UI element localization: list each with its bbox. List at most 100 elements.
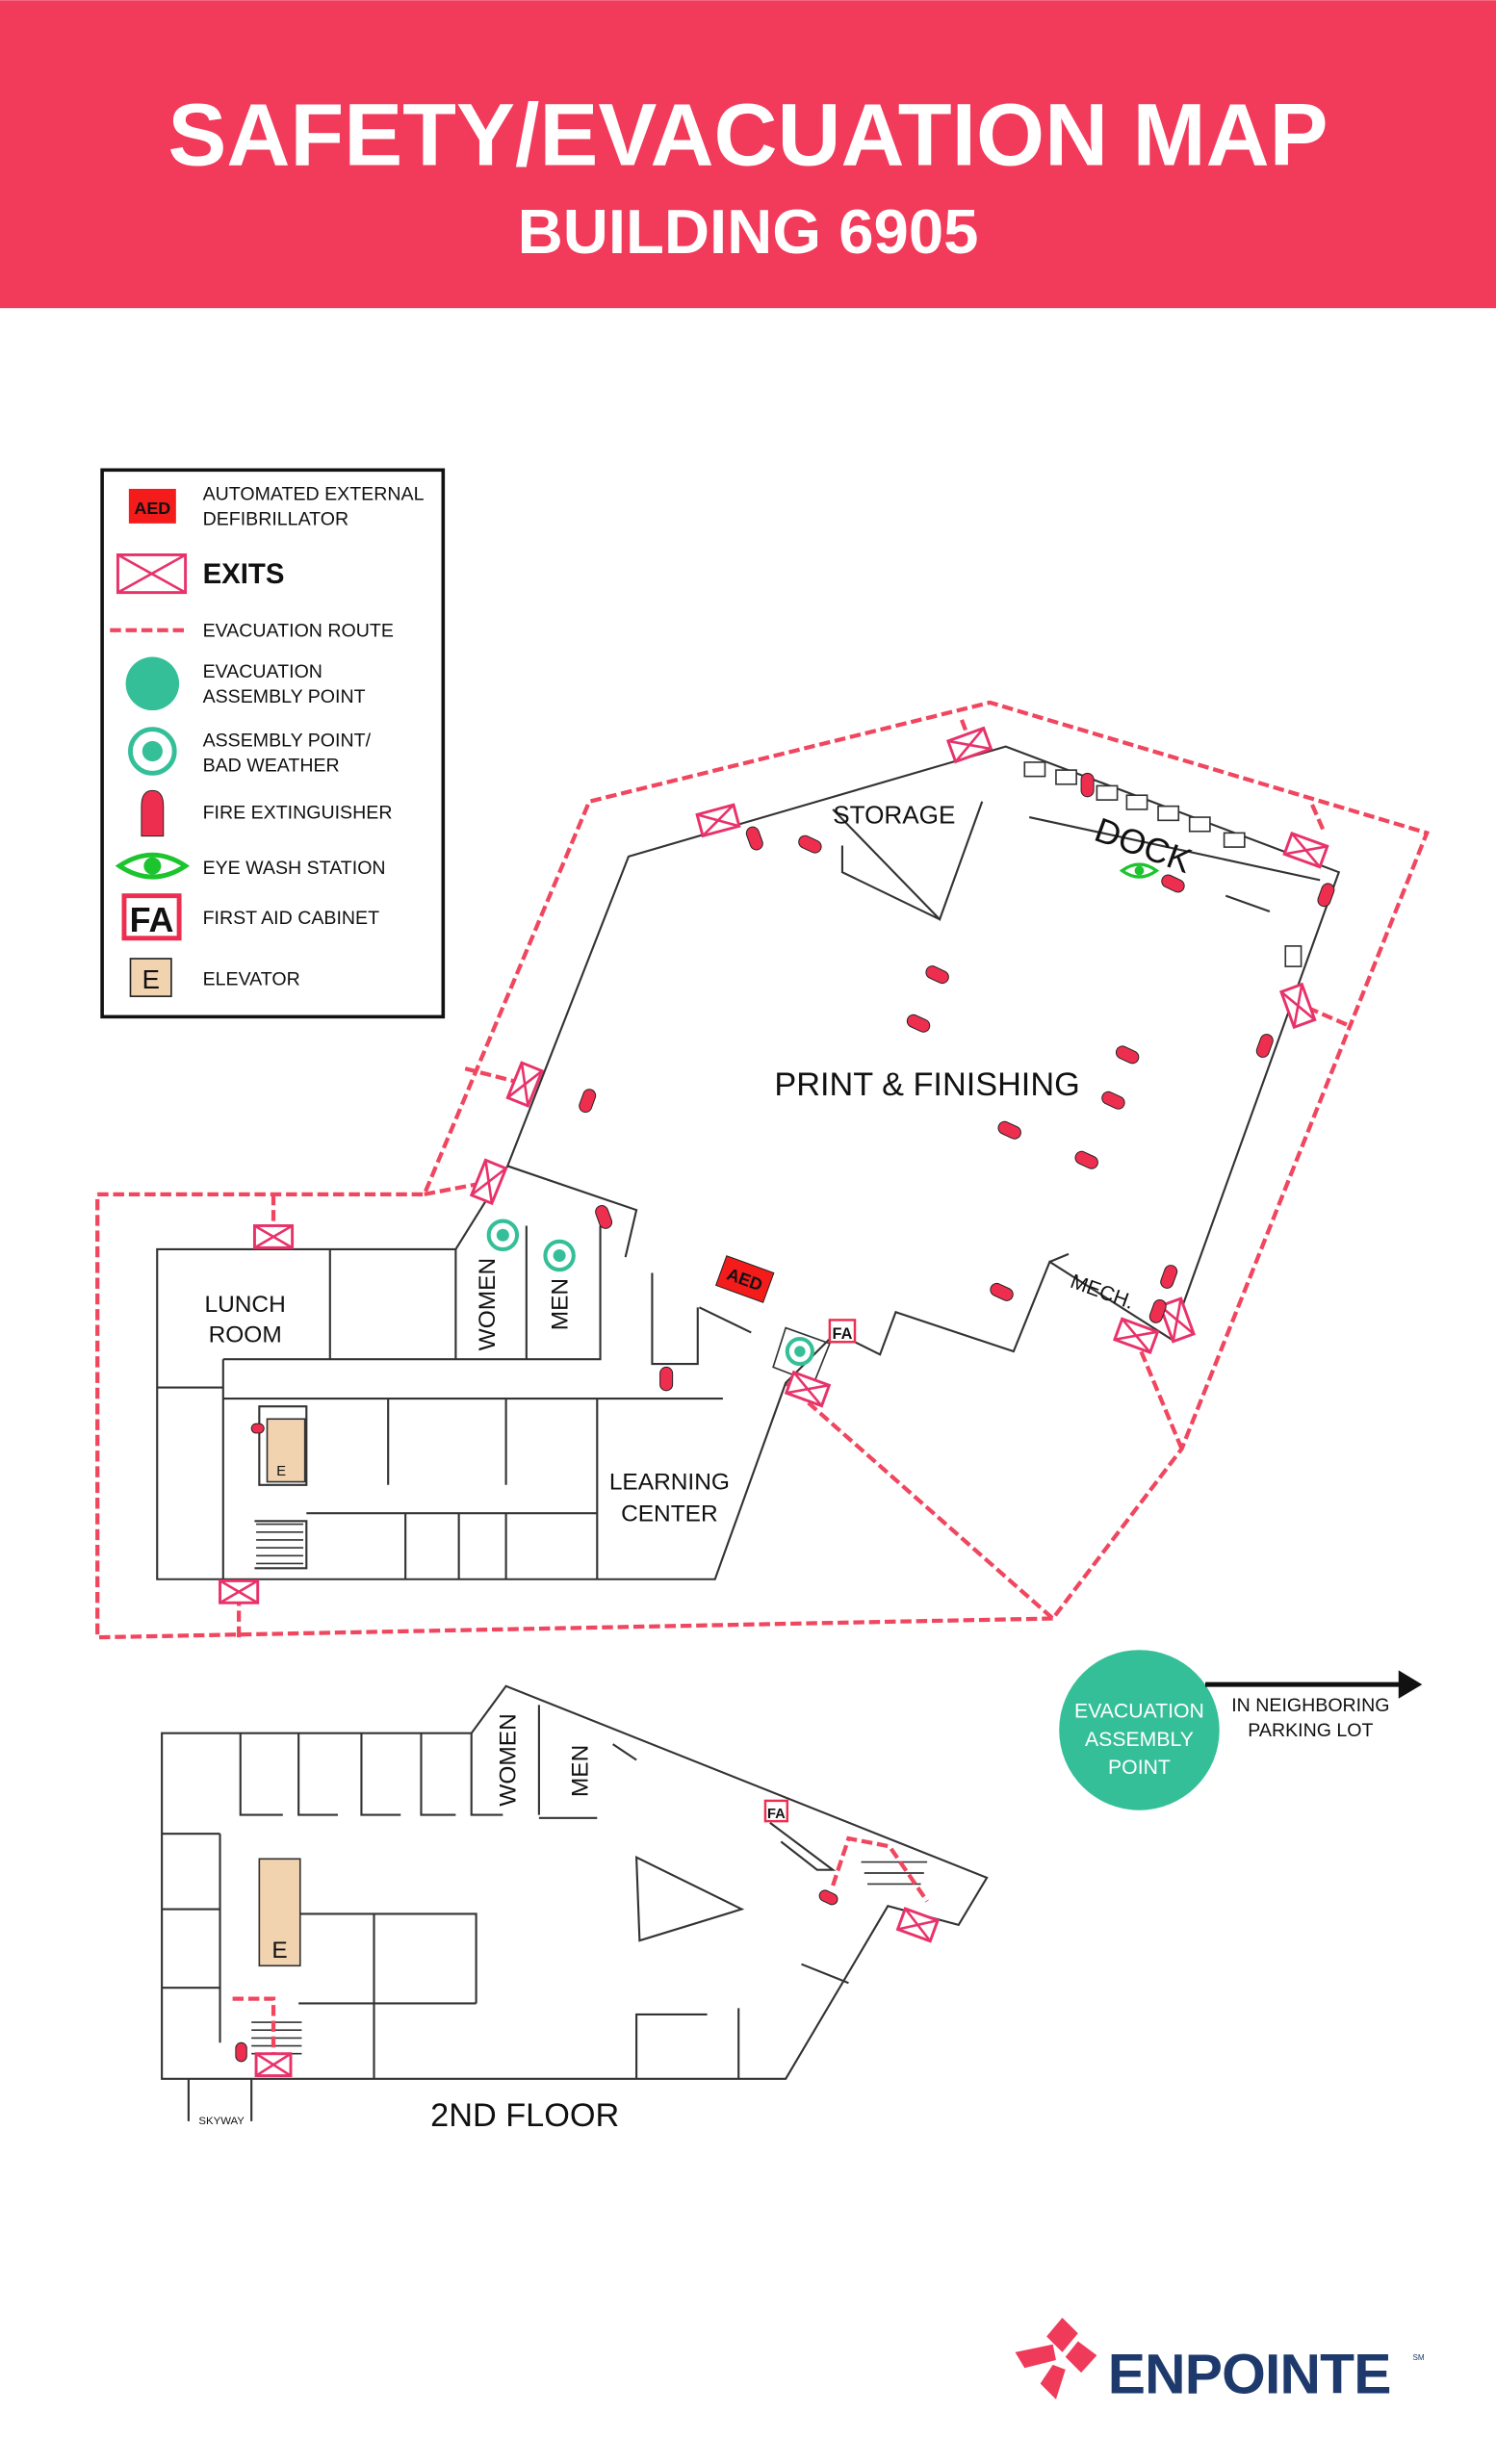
room-label-women: WOMEN	[475, 1258, 501, 1351]
arrow-head-icon	[1398, 1670, 1423, 1699]
room-label-men: MEN	[568, 1745, 594, 1797]
floor-label-2nd-floor: 2ND FLOOR	[430, 2097, 619, 2134]
legend-route-label: EVACUATION ROUTE	[203, 620, 394, 641]
elevator	[266, 1418, 306, 1483]
bad-weather-point-icon	[128, 727, 177, 776]
svg-text:AED: AED	[134, 499, 170, 518]
exit-icon	[1158, 1296, 1196, 1344]
second-floor-interior-walls	[162, 1705, 849, 2121]
exits	[219, 726, 1329, 1604]
exit-icon	[695, 803, 741, 838]
fire-extinguisher-icon	[997, 1120, 1021, 1140]
page-title: SAFETY/EVACUATION MAP	[168, 87, 1328, 185]
svg-text:FA: FA	[833, 1325, 853, 1343]
second-floor-plan: E FA WOMEN MEN 2ND FLOOR SKYWAY	[161, 1684, 989, 2134]
elevator	[258, 1858, 301, 1967]
stairs-icon	[256, 1326, 831, 1565]
header-band	[0, 0, 1496, 309]
legend-aed-label: AUTOMATED EXTERNAL	[203, 483, 425, 504]
assembly-note-2: PARKING LOT	[1248, 1720, 1373, 1741]
exit-icon	[505, 1061, 545, 1108]
ground-floor-plan: E	[95, 700, 1431, 1640]
fire-extinguisher-icon	[925, 965, 949, 985]
legend-assembly-label-2: ASSEMBLY POINT	[203, 686, 366, 707]
svg-text:E: E	[142, 964, 160, 994]
room-label-learning-center: LEARNING	[609, 1470, 730, 1496]
assembly-point-label-2: ASSEMBLY	[1085, 1729, 1194, 1751]
ground-floor-outline	[156, 745, 1341, 1580]
assembly-point-callout: EVACUATION ASSEMBLY POINT IN NEIGHBORING…	[1059, 1650, 1423, 1810]
bad-weather-point-icon	[543, 1239, 576, 1272]
elevator-label: E	[271, 1938, 287, 1964]
exit-icon	[1279, 982, 1317, 1030]
exit-icon	[252, 1224, 295, 1249]
room-label-men: MEN	[547, 1278, 573, 1330]
header: SAFETY/EVACUATION MAP BUILDING 6905	[0, 0, 1496, 309]
fire-extinguisher-icon	[659, 1366, 674, 1392]
legend-extinguisher-label: FIRE EXTINGUISHER	[203, 803, 393, 824]
fire-extinguisher-icon	[1115, 1045, 1140, 1065]
fire-extinguisher-icon	[595, 1205, 613, 1229]
room-label-lunch-room-2: ROOM	[209, 1322, 282, 1348]
room-label-storage: STORAGE	[833, 801, 955, 830]
legend-assembly-label: EVACUATION	[203, 661, 322, 682]
dock-doors	[1023, 761, 1303, 967]
fire-extinguisher-icon	[579, 1089, 597, 1114]
fire-extinguisher-icon	[818, 1889, 838, 1906]
exit-icon	[254, 2052, 293, 2078]
exit-icon	[1112, 1317, 1160, 1355]
exit-icon	[219, 1578, 260, 1604]
assembly-point-label: EVACUATION	[1074, 1700, 1204, 1722]
enpointe-logo: ENPOINTE SM	[1015, 2317, 1425, 2405]
room-label-print-finishing: PRINT & FINISHING	[774, 1066, 1079, 1103]
legend-first-aid-label: FIRST AID CABINET	[203, 908, 380, 929]
exit-icon	[469, 1158, 508, 1206]
fire-extinguisher-icon	[798, 834, 822, 854]
room-label-mech: MECH.	[1068, 1270, 1137, 1314]
skyway-label: SKYWAY	[198, 2116, 245, 2127]
second-floor-outline	[161, 1684, 989, 2080]
fire-extinguisher-icon	[990, 1282, 1014, 1301]
legend-elevator-label: ELEVATOR	[203, 969, 300, 990]
eye-wash-icon	[115, 852, 191, 880]
logo-service-mark: SM	[1412, 2353, 1424, 2362]
legend-bad-weather-label: ASSEMBLY POINT/	[203, 731, 372, 752]
fire-extinguishers	[250, 772, 1335, 1434]
room-label-women: WOMEN	[495, 1713, 521, 1807]
fire-extinguisher-icon	[1160, 1265, 1178, 1289]
room-label-learning-center-2: CENTER	[621, 1501, 718, 1527]
svg-text:FA: FA	[767, 1807, 786, 1822]
first-aid-icon: FA	[763, 1799, 789, 1823]
legend-exits-label: EXITS	[203, 558, 285, 590]
exit-icon	[945, 726, 993, 764]
bad-weather-point-icon	[785, 1336, 814, 1367]
fire-extinguisher-icon	[235, 2041, 247, 2063]
logo-text: ENPOINTE	[1108, 2343, 1391, 2405]
assembly-point-label-3: POINT	[1108, 1757, 1171, 1779]
fire-extinguisher-icon	[1255, 1034, 1274, 1058]
evacuation-route	[232, 1835, 929, 2062]
legend: AED AUTOMATED EXTERNAL DEFIBRILLATOR EXI…	[100, 468, 446, 1019]
elevator-label: E	[276, 1464, 286, 1479]
svg-text:FA: FA	[130, 900, 174, 939]
logo-mark-icon	[1015, 2317, 1097, 2400]
first-aid-icon: FA	[121, 893, 182, 941]
fire-extinguisher-icon	[250, 1423, 265, 1434]
fire-extinguisher-icon	[141, 789, 165, 837]
aed-icon: AED	[128, 488, 176, 524]
room-label-lunch-room: LUNCH	[204, 1292, 285, 1318]
fire-extinguisher-icon	[745, 826, 763, 851]
legend-bad-weather-label-2: BAD WEATHER	[203, 756, 340, 777]
elevator-icon: E	[129, 958, 172, 997]
assembly-note: IN NEIGHBORING	[1231, 1695, 1389, 1716]
legend-aed-label-2: DEFIBRILLATOR	[203, 508, 349, 529]
fire-extinguisher-icon	[1101, 1091, 1125, 1110]
evacuation-route	[95, 700, 1431, 1640]
exit-icon	[116, 552, 188, 595]
exit-icon	[895, 1907, 940, 1943]
fire-extinguisher-icon	[1161, 874, 1185, 893]
fire-extinguisher-icon	[1080, 772, 1095, 798]
legend-eyewash-label: EYE WASH STATION	[203, 858, 386, 879]
interior-walls	[157, 801, 1321, 1579]
